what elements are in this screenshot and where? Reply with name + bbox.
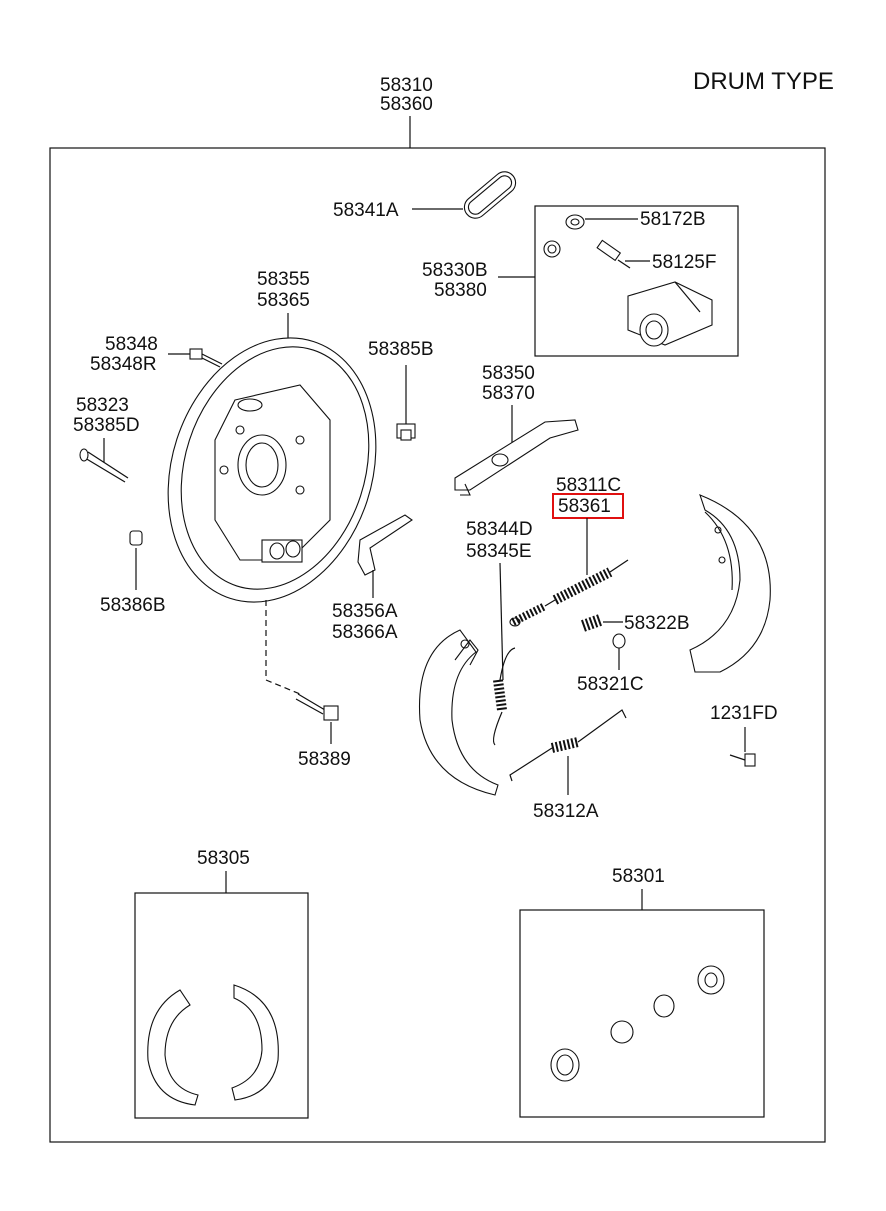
main-frame xyxy=(49,147,826,1143)
o-ring-part xyxy=(463,171,517,219)
label-58125F[interactable]: 58125F xyxy=(652,252,716,273)
diagram-title: DRUM TYPE xyxy=(693,68,834,95)
label-58366A[interactable]: 58366A xyxy=(332,622,398,643)
label-58389[interactable]: 58389 xyxy=(298,749,351,770)
bleeder-screw-part xyxy=(596,239,631,269)
label-58311C[interactable]: 58311C xyxy=(556,475,621,496)
label-58360[interactable]: 58360 xyxy=(380,94,433,115)
wheel-cylinder-part xyxy=(627,281,713,347)
plug-58386B-part xyxy=(129,530,143,546)
bleeder-cap-part xyxy=(543,214,585,258)
label-58305[interactable]: 58305 xyxy=(197,848,250,869)
pin-cup-part xyxy=(612,633,626,649)
highlight-box-58361 xyxy=(552,493,624,519)
label-58385D[interactable]: 58385D xyxy=(73,415,140,436)
label-58321C[interactable]: 58321C xyxy=(577,674,644,695)
label-58301[interactable]: 58301 xyxy=(612,866,665,887)
shoe-kit-part xyxy=(147,984,279,1106)
adjuster-spring-part xyxy=(492,647,516,746)
label-58330B[interactable]: 58330B xyxy=(422,260,488,281)
label-58323[interactable]: 58323 xyxy=(76,395,129,416)
screw-1231FD-part xyxy=(729,753,756,767)
label-58380[interactable]: 58380 xyxy=(434,280,487,301)
label-58172B[interactable]: 58172B xyxy=(640,209,706,230)
label-58348[interactable]: 58348 xyxy=(105,334,158,355)
label-58341A[interactable]: 58341A xyxy=(333,200,399,221)
brake-shoe-right-part xyxy=(689,494,771,673)
return-spring-part xyxy=(509,559,629,627)
label-58348R[interactable]: 58348R xyxy=(90,354,157,375)
label-58356A[interactable]: 58356A xyxy=(332,601,398,622)
cylinder-kit-box xyxy=(519,909,765,1118)
label-58344D[interactable]: 58344D xyxy=(466,519,533,540)
label-58355[interactable]: 58355 xyxy=(257,269,310,290)
shoe-kit-box xyxy=(134,892,309,1119)
spring-cup-part xyxy=(581,614,602,632)
strut-part xyxy=(357,514,413,576)
label-58365[interactable]: 58365 xyxy=(257,290,310,311)
wheel-cylinder-box xyxy=(534,205,739,357)
label-58361[interactable]: 58361 xyxy=(558,496,611,517)
label-58345E[interactable]: 58345E xyxy=(466,541,532,562)
label-58386B[interactable]: 58386B xyxy=(100,595,166,616)
label-58350[interactable]: 58350 xyxy=(482,363,535,384)
label-58385B[interactable]: 58385B xyxy=(368,339,434,360)
label-1231FD[interactable]: 1231FD xyxy=(710,703,778,724)
hold-down-pin-part xyxy=(79,448,129,483)
label-58370[interactable]: 58370 xyxy=(482,383,535,404)
spring-58312A-part xyxy=(509,709,627,782)
bolt-58348-part xyxy=(189,348,223,368)
label-58312A[interactable]: 58312A xyxy=(533,801,599,822)
backing-plate-part xyxy=(167,337,377,603)
plug-58385B-part xyxy=(396,423,416,441)
cylinder-kit-part xyxy=(550,965,725,1082)
label-58322B[interactable]: 58322B xyxy=(624,613,690,634)
brake-shoe-left-part xyxy=(418,629,499,796)
label-58310[interactable]: 58310 xyxy=(380,75,433,96)
adjuster-part xyxy=(454,419,579,496)
bolt-58389-part xyxy=(295,693,339,721)
